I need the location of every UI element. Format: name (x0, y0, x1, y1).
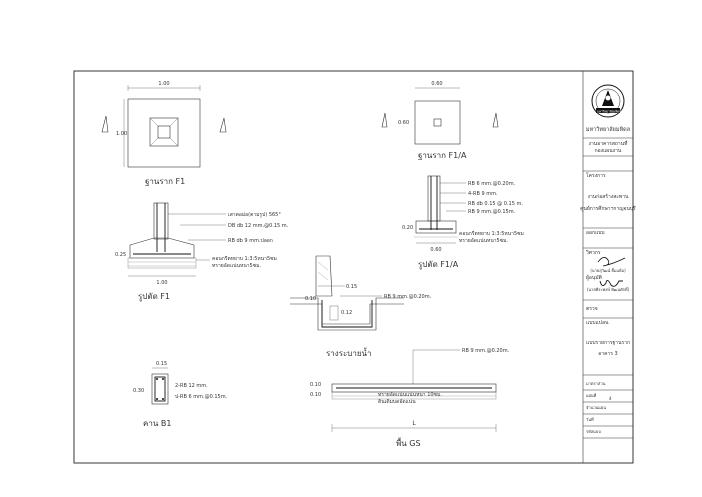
drain-drawing: 0.15 0.10 0.12 RB 9 mm.@0.20m. รางระบายน… (290, 255, 432, 358)
f1-section-drawing: 0.25 1.00 เสาตอม่อ(ตามรูป) 565° DB db 12… (115, 202, 289, 302)
f1-section-note-4: คอนกรีตหยาบ 1:3:5หนา5ซม (212, 255, 277, 262)
drain-note: RB 9 mm.@0.20m. (384, 294, 432, 300)
sheet-title-line-2: อาคาร 3 (598, 351, 617, 357)
meta-count-label: จำนวนแผ่น (586, 405, 606, 410)
f1a-section-dim-width: 0.60 (430, 247, 441, 253)
drain-caption: รางระบายน้ำ (326, 347, 372, 358)
drain-dim-inner: 0.12 (341, 310, 352, 316)
f1a-section-note-3: RB db 0.15 @ 0.15 m. (468, 201, 523, 207)
project-line-2: ศูนย์การศึกษาฯกาญจนบุรี (580, 205, 636, 212)
f1a-plan-dim-height: 0.60 (398, 120, 409, 126)
university-seal-icon (591, 84, 625, 118)
division-name: กองแผนงาน (595, 148, 622, 154)
drain-dim-left: 0.10 (305, 296, 316, 302)
seal-text: มหาวิทยาลัยมหิดล (597, 110, 621, 114)
drawn-by-name: (นายสุวัฒน์ ยิ้มแย้ม) (590, 266, 626, 274)
f1a-plan-drawing: 0.60 0.60 ฐานราก F1/A (381, 81, 499, 160)
signature-2 (599, 280, 623, 287)
slab-gs-dim-bottom: 0.10 (310, 392, 321, 398)
f1a-section-note-1: RB 6 mm.@0.20m. (468, 181, 516, 187)
beam-b1-drawing: 0.15 0.30 2-RB 12 mm. ป-RB 6 mm.@0.15m. … (133, 361, 228, 428)
slab-gs-dim-top: 0.10 (310, 382, 321, 388)
f1a-section-note-6: ทรายอัดแน่นหนา5ซม. (459, 238, 508, 244)
meta-table: มาตราส่วน แผ่นที่ 4 จำนวนแผ่น วันที่ รหั… (583, 381, 633, 439)
meta-code-label: รหัสแบบ (586, 429, 601, 434)
meta-scale-label: มาตราส่วน (586, 381, 606, 386)
f1-section-note-5: ทรายอัดแน่นหนา5ซม. (212, 263, 261, 269)
designed-by-label: ออกแบบ (586, 230, 605, 236)
checked-label: ตรวจ (586, 306, 598, 312)
slab-gs-span-label: L (412, 420, 416, 427)
f1-section-caption: รูปตัด F1 (138, 292, 170, 302)
f1-plan-caption: ฐานราก F1 (145, 177, 185, 186)
approved-name: (นายพีระพงษ์ พัฒนศักดิ์) (587, 286, 630, 292)
f1-section-note-3: RB db 9 mm.ปลอก (228, 238, 273, 244)
meta-sheet-value: 4 (609, 396, 612, 401)
sheet-title-label: แบบแปลน (586, 320, 609, 326)
department-name: งานอาคารสถานที่ (589, 140, 628, 147)
f1a-section-note-4: RB 9 mm.@0.15m. (468, 209, 516, 215)
drawn-by-label: วิศวกร (586, 249, 601, 256)
title-block: มหาวิทยาลัยมหิดล มหาวิทยาลัยมหิดล งานอาค… (580, 71, 636, 463)
f1-plan-dim-width: 1.00 (158, 81, 169, 87)
project-line-1: งานก่อสร้างสะพาน (588, 193, 630, 200)
beam-b1-caption: คาน B1 (143, 419, 171, 428)
approved-label: ผู้อนุมัติ (586, 274, 602, 281)
f1a-section-dim-depth: 0.20 (402, 225, 413, 231)
f1-section-dim-depth: 0.25 (115, 252, 126, 258)
university-name: มหาวิทยาลัยมหิดล (586, 126, 630, 133)
slab-gs-note-3: ดินเดิมบดอัดแน่น (378, 398, 416, 405)
sheet-border (73, 70, 634, 464)
meta-sheet-label: แผ่นที่ (586, 393, 597, 398)
slab-gs-caption: พื้น GS (396, 437, 421, 448)
f1-plan-drawing: 1.00 1.00 ฐานราก F1 (101, 81, 227, 186)
meta-date-label: วันที่ (586, 417, 594, 422)
slab-gs-drawing: RB 9 mm.@0.20m. 0.10 0.10 ทรายอัดแน่นแน่… (310, 348, 510, 448)
beam-b1-note-1: 2-RB 12 mm. (175, 383, 208, 389)
f1a-section-note-2: 4-RB 9 mm. (468, 191, 498, 197)
sheet-title-line-1: แบบรายการฐานราก (586, 340, 630, 346)
f1a-section-note-5: คอนกรีตหยาบ 1:3:5หนา5ซม (459, 230, 524, 237)
f1-plan-dim-height: 1.00 (116, 131, 127, 137)
f1a-plan-caption: ฐานราก F1/A (418, 151, 467, 160)
project-label: โครงการ (586, 172, 606, 179)
f1a-plan-dim-width: 0.60 (431, 81, 442, 87)
f1a-section-drawing: 0.20 0.60 RB 6 mm.@0.20m. 4-RB 9 mm. RB … (402, 175, 524, 270)
f1-section-dim-width: 1.00 (156, 280, 167, 286)
f1a-section-caption: รูปตัด F1/A (418, 260, 459, 270)
drain-dim-top: 0.15 (346, 284, 357, 290)
f1-section-note-1: เสาตอม่อ(ตามรูป) 565° (228, 212, 281, 218)
beam-b1-dim-width: 0.15 (156, 361, 167, 367)
slab-gs-note-1: RB 9 mm.@0.20m. (462, 348, 510, 354)
beam-b1-dim-height: 0.30 (133, 388, 144, 394)
signature-1 (597, 257, 626, 267)
beam-b1-note-2: ป-RB 6 mm.@0.15m. (175, 394, 228, 400)
f1-section-note-2: DB db 12 mm.@0.15 m. (228, 223, 289, 229)
slab-gs-note-2: ทรายอัดแน่นแน่นหนา 10ซม. (378, 392, 442, 398)
